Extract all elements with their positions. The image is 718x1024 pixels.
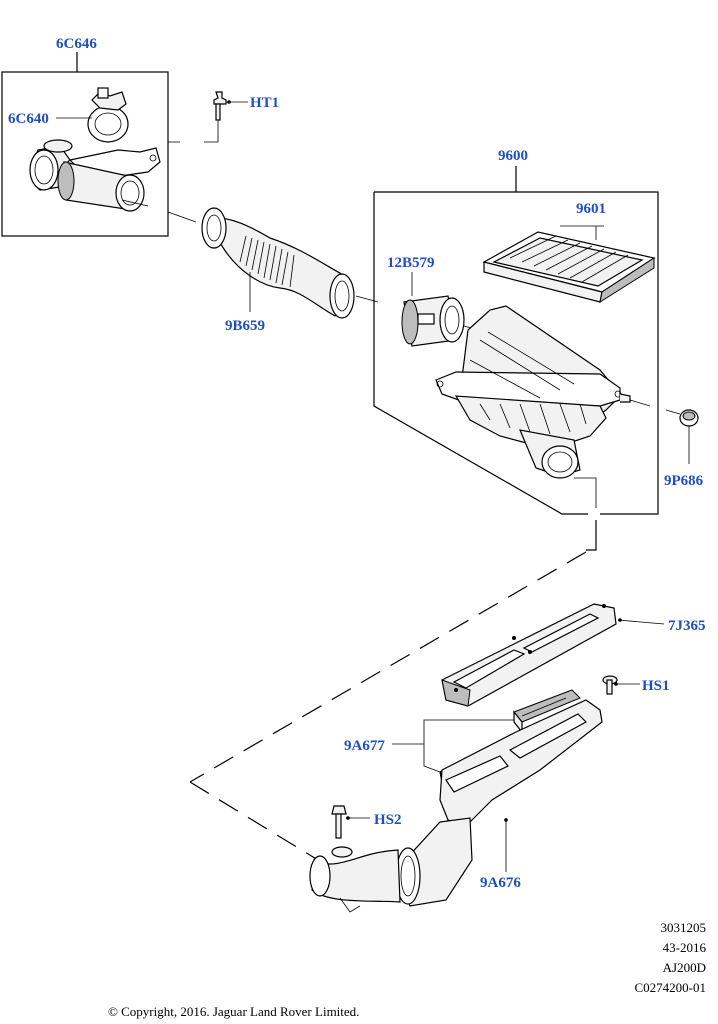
label-HT1: HT1 bbox=[250, 95, 279, 111]
label-7J365: 7J365 bbox=[668, 618, 706, 634]
label-9B659: 9B659 bbox=[225, 318, 265, 334]
label-12B579: 12B579 bbox=[387, 255, 435, 271]
label-9601: 9601 bbox=[576, 201, 606, 217]
part-9601-filter bbox=[482, 225, 656, 304]
label-9A677: 9A677 bbox=[344, 738, 385, 754]
part-HS1-bolt bbox=[602, 675, 640, 695]
reference-line-2: 43-2016 bbox=[663, 940, 707, 955]
part-9B659-hose bbox=[201, 207, 379, 319]
part-7J365-plenum bbox=[441, 603, 665, 707]
part-9600-housing bbox=[435, 305, 651, 508]
label-9A676: 9A676 bbox=[480, 875, 521, 891]
reference-line-3: AJ200D bbox=[663, 960, 706, 975]
label-9600: 9600 bbox=[498, 148, 528, 164]
part-12B579-sensor bbox=[401, 272, 479, 347]
group-box-9600 bbox=[373, 166, 659, 551]
reference-line-1: 3031205 bbox=[661, 920, 707, 935]
reference-block: 3031205 43-2016 AJ200D C0274200-01 bbox=[635, 920, 707, 995]
label-HS2: HS2 bbox=[374, 812, 402, 828]
part-HS2-bolt bbox=[331, 805, 370, 858]
reference-line-4: C0274200-01 bbox=[635, 980, 707, 995]
part-6C640-clamp-elbow bbox=[29, 87, 161, 212]
copyright-notice: © Copyright, 2016. Jaguar Land Rover Lim… bbox=[108, 1004, 359, 1019]
part-HT1-bolt bbox=[168, 91, 248, 143]
label-HS1: HS1 bbox=[642, 678, 670, 694]
label-6C640: 6C640 bbox=[8, 111, 49, 127]
label-9P686: 9P686 bbox=[664, 473, 704, 489]
group-box-6C646 bbox=[1, 52, 169, 237]
part-9P686-grommet bbox=[665, 409, 699, 464]
label-6C646: 6C646 bbox=[56, 36, 97, 52]
part-9A676-duct bbox=[309, 699, 603, 913]
